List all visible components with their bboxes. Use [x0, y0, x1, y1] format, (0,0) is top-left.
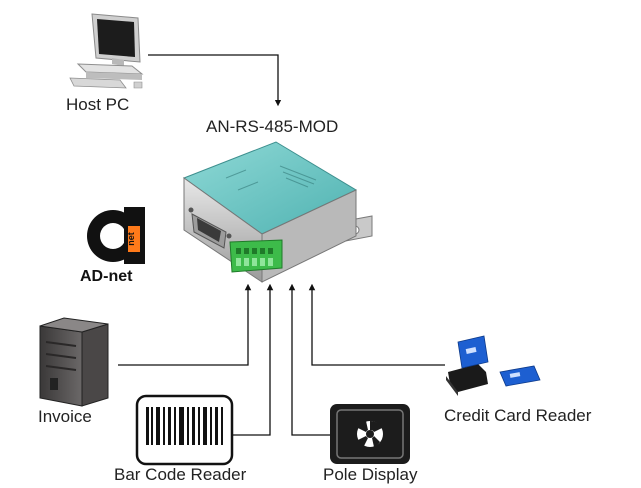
- host-pc-label: Host PC: [66, 95, 130, 114]
- pole-display-icon: [330, 404, 410, 464]
- device-label: AN-RS-485-MOD: [206, 117, 339, 136]
- desktop-pc-icon: [69, 13, 144, 89]
- credit-card-link: [308, 283, 445, 366]
- rs485-converter-icon: [182, 141, 373, 283]
- pole-display-label: Pole Display: [323, 465, 418, 484]
- logo-sub-text: net: [126, 232, 136, 246]
- adnet-logo-mark: net: [87, 207, 145, 264]
- connector-lines: [118, 54, 445, 436]
- credit-card-reader-label: Credit Card Reader: [444, 406, 592, 425]
- host-pc-link: [148, 54, 282, 107]
- barcode-reader-label: Bar Code Reader: [114, 465, 247, 484]
- credit-card-reader-icon: [446, 335, 541, 396]
- pole-display-link: [288, 283, 330, 436]
- invoice-link: [118, 283, 252, 366]
- barcode-link: [232, 283, 274, 436]
- adnet-logo-name: AD-net: [80, 268, 133, 285]
- tower-server-icon: [39, 317, 109, 407]
- barcode-icon: [135, 394, 234, 466]
- invoice-label: Invoice: [38, 407, 92, 426]
